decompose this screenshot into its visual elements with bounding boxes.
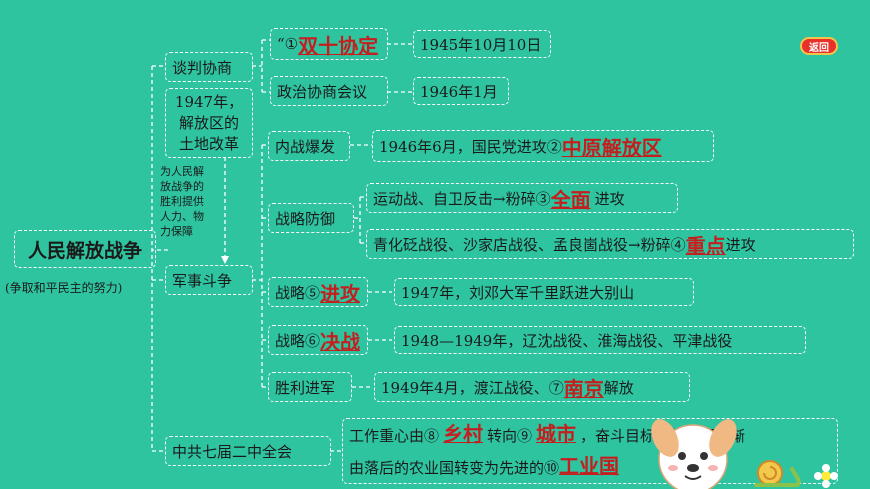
- military-label: 军事斗争: [172, 271, 233, 290]
- offense-label: 战略⑤: [275, 283, 321, 302]
- flower-icon: [814, 464, 838, 488]
- decisive-text: 1948—1949年，辽沈战役、淮海战役、平津战役: [401, 331, 733, 350]
- defense-row1-pre: 运动战、自卫反击→粉碎③: [373, 189, 551, 208]
- victory-text-post: 解放: [603, 378, 634, 397]
- answer-7: 南京: [563, 376, 604, 401]
- root-node: 人民解放战争: [14, 230, 156, 268]
- military-node: 军事斗争: [165, 265, 253, 295]
- pcc-node: 政治协商会议: [270, 76, 388, 106]
- talks-label: 谈判协商: [172, 58, 233, 77]
- defense-row2-pre: 青化砭战役、沙家店战役、孟良崮战役→粉碎④: [373, 235, 686, 254]
- note-line4: 人力、物: [160, 210, 204, 223]
- talks-node: 谈判协商: [165, 52, 253, 82]
- back-button[interactable]: 返回: [800, 37, 838, 55]
- offense-detail: 1947年，刘邓大军千里跃进大别山: [394, 278, 694, 306]
- answer-1: 双十协定: [298, 33, 379, 58]
- note-line2: 放战争的: [160, 180, 204, 193]
- answer-4: 重点: [685, 233, 726, 258]
- pcc-date: 1946年1月: [420, 82, 498, 101]
- plenum-l1-a: 工作重心由⑧: [349, 427, 440, 445]
- snail-icon: [754, 460, 801, 487]
- defense-label: 战略防御: [275, 209, 336, 228]
- agreement-date: 1945年10月10日: [420, 35, 542, 54]
- defense-node: 战略防御: [268, 203, 354, 233]
- back-button-label: 返回: [809, 42, 829, 54]
- answer-6: 决战: [320, 329, 361, 354]
- note-line1: 为人民解: [160, 165, 204, 178]
- answer-10: 工业国: [559, 454, 620, 478]
- answer-3: 全面: [550, 187, 591, 212]
- land-note: 为人民解 放战争的 胜利提供 人力、物 力保障: [160, 164, 204, 239]
- land-line2: 解放区的: [178, 113, 239, 132]
- land-reform-node: 1947年， 解放区的 土地改革: [165, 88, 253, 158]
- agreement-date-node: 1945年10月10日: [413, 30, 551, 58]
- note-line3: 胜利提供: [160, 195, 204, 208]
- answer-5: 进攻: [320, 281, 361, 306]
- decisive-detail: 1948—1949年，辽沈战役、淮海战役、平津战役: [394, 326, 806, 354]
- defense-row1-post: 进攻: [594, 189, 625, 208]
- answer-9: 城市: [536, 422, 577, 446]
- civil-war-text: 1946年6月，国民党进攻②: [379, 137, 562, 156]
- victory-node: 胜利进军: [268, 372, 352, 402]
- land-line3: 土地改革: [178, 134, 239, 153]
- decisive-label: 战略⑥: [275, 331, 321, 350]
- plenum-l1-b: 转向⑨: [487, 427, 533, 445]
- plenum-line2: 由落后的农业国转变为先进的⑩工业国: [349, 451, 619, 483]
- civil-war-label: 内战爆发: [275, 137, 336, 156]
- plenum-l2-a: 由落后的农业国转变为先进的⑩: [349, 459, 560, 477]
- victory-label: 胜利进军: [275, 378, 336, 397]
- victory-text-pre: 1949年4月，渡江战役、⑦: [381, 378, 564, 397]
- answer-8: 乡村: [443, 422, 484, 446]
- agreement-prefix: “①: [277, 35, 299, 53]
- plenum-label: 中共七届二中全会: [172, 442, 293, 461]
- dog-mascot-icon: [651, 419, 737, 489]
- civil-war-node: 内战爆发: [268, 131, 350, 161]
- offense-text: 1947年，刘邓大军千里跃进大别山: [401, 283, 635, 302]
- plenum-node: 中共七届二中全会: [165, 436, 331, 466]
- root-subtitle: (争取和平民主的努力): [5, 281, 123, 295]
- defense-row2-post: 进攻: [725, 235, 756, 254]
- pcc-label: 政治协商会议: [277, 82, 368, 101]
- pcc-date-node: 1946年1月: [413, 77, 509, 105]
- root-title: 人民解放战争: [27, 239, 142, 262]
- answer-2: 中原解放区: [561, 135, 662, 160]
- land-line1: 1947年，: [174, 92, 244, 111]
- note-line5: 力保障: [160, 225, 193, 238]
